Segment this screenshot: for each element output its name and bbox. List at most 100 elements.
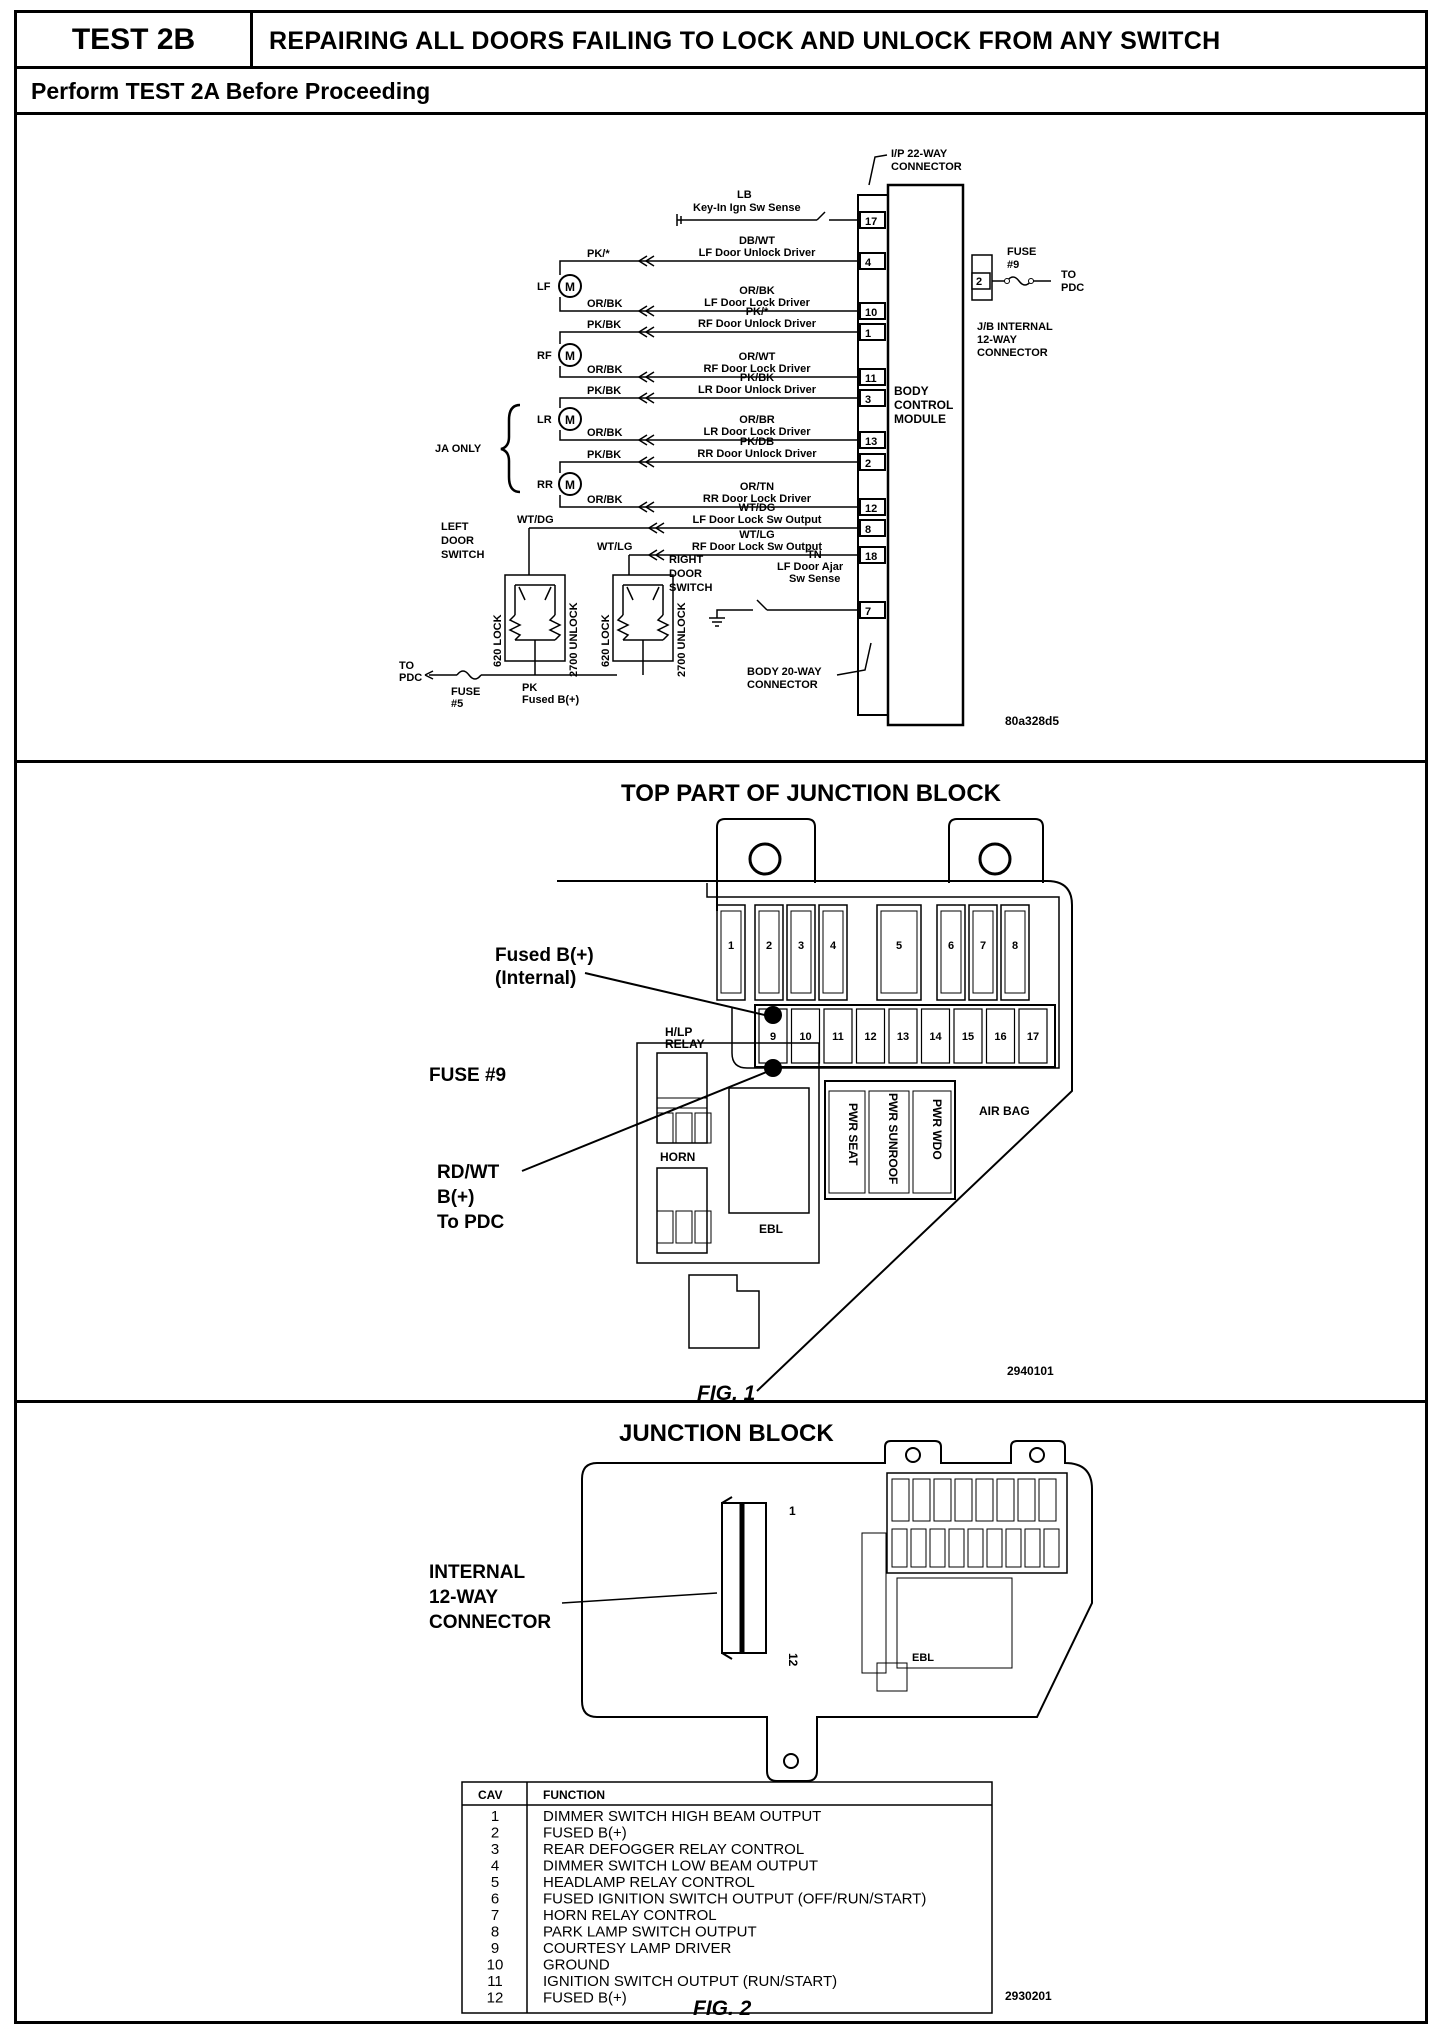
relay-horn-pin	[675, 1210, 693, 1244]
wire-color: OR/WT	[739, 351, 776, 363]
jb-housing	[557, 880, 1073, 1392]
fuse-slot	[968, 904, 998, 1001]
motor-symbol: M	[565, 413, 575, 427]
relay-horn-label: HORN	[660, 1150, 695, 1164]
mini-connector	[876, 1662, 908, 1692]
connector-pin	[859, 211, 886, 229]
wire-direction-arrows	[637, 392, 655, 404]
table-function: REAR DEFOGGER RELAY CONTROL	[543, 1841, 804, 1858]
relay-pwr-sunroof	[868, 1090, 910, 1194]
wire-left-color: WT/DG	[517, 514, 554, 526]
switch-contacts	[622, 584, 664, 615]
air-bag-label: AIR BAG	[979, 1104, 1030, 1118]
mini-fuse-grid	[886, 1472, 1068, 1574]
table-function: HEADLAMP RELAY CONTROL	[543, 1874, 755, 1891]
relay-hlp-pin	[656, 1112, 674, 1144]
fig2-figure-id: 2930201	[1005, 1989, 1052, 2003]
relay-pwr-seat-label: PWR SEAT	[846, 1103, 860, 1166]
connector-pin-label: 3	[865, 394, 871, 406]
motor-label: RR	[537, 479, 553, 491]
connector-pin	[859, 546, 886, 564]
mini-fuse	[975, 1478, 994, 1522]
relay-pwr-wdo	[912, 1090, 952, 1194]
fuse-number: 5	[896, 940, 902, 952]
mini-fuse	[1038, 1478, 1057, 1522]
mini-fuse-block	[886, 1472, 1068, 1574]
table-cav: 7	[491, 1907, 499, 1924]
mini-fuse	[967, 1528, 984, 1568]
relay-panel	[636, 1042, 820, 1264]
wire-left-color: OR/BK	[587, 364, 623, 376]
connector-pin-label: 7	[865, 606, 871, 618]
pdc-arrow	[424, 670, 434, 680]
test-page: TEST 2B REPAIRING ALL DOORS FAILING TO L…	[14, 10, 1428, 2024]
table-cav: 4	[491, 1858, 499, 1875]
connector-pin-label: 4	[865, 257, 872, 269]
connector-pin-label: 13	[865, 436, 877, 448]
fuse-number: 4	[830, 940, 837, 952]
fuse-number: 12	[864, 1031, 876, 1043]
switch-poles	[515, 586, 555, 675]
table-header-cav: CAV	[478, 1788, 502, 1802]
table-cav: 8	[491, 1924, 499, 1941]
wire-direction-arrows	[647, 522, 665, 534]
header: TEST 2B REPAIRING ALL DOORS FAILING TO L…	[17, 13, 1425, 69]
fuse-number: 10	[799, 1031, 811, 1043]
jb-fuse-label: FUSE#9	[1007, 246, 1036, 271]
fig1-figure-id: 2940101	[1007, 1364, 1054, 1378]
wire-function: LF Door Lock Driver	[704, 297, 810, 309]
fuse	[1004, 910, 1026, 994]
key-in-wire-color: LB	[737, 189, 752, 201]
table-cav: 2	[491, 1825, 499, 1842]
table-function: PARK LAMP SWITCH OUTPUT	[543, 1924, 757, 1941]
motor-leads	[559, 461, 582, 508]
door-ajar-wire-color: TN	[807, 549, 822, 561]
motor-label: RF	[537, 350, 552, 362]
mount-tab-right	[948, 818, 1044, 883]
table-cav: 12	[487, 1990, 504, 2007]
fuse-number: 9	[770, 1031, 776, 1043]
connector-pin	[859, 519, 886, 537]
jb-pin: 2	[976, 276, 982, 288]
switch-lock-label: 620 LOCK	[600, 614, 612, 667]
table-cav: 6	[491, 1891, 499, 1908]
wire-function: RF Door Lock Sw Output	[692, 541, 822, 553]
fuse	[720, 910, 742, 994]
door-lock-motor	[558, 472, 582, 496]
table-cav: 1	[491, 1808, 499, 1825]
wire-color: PK/*	[746, 306, 769, 318]
motor-leads	[559, 397, 582, 441]
mini-fuse	[891, 1528, 908, 1568]
wire-color: OR/BR	[739, 414, 775, 426]
wire-color: OR/BK	[739, 285, 775, 297]
fuse	[972, 910, 994, 994]
wire-color: OR/TN	[740, 481, 774, 493]
wire-direction-arrows	[637, 305, 655, 317]
wire-direction-arrows	[637, 501, 655, 513]
table-header-function: FUNCTION	[543, 1788, 605, 1802]
fuse	[790, 1008, 821, 1064]
switch-unlock-label: 2700 UNLOCK	[568, 602, 580, 677]
table-function: FUSED B(+)	[543, 1990, 627, 2007]
relay-hlp-slot	[656, 1097, 708, 1109]
switch-resistors	[616, 614, 670, 641]
wire-left-color: OR/BK	[587, 298, 623, 310]
wire-left-color: OR/BK	[587, 427, 623, 439]
wire-left-color: WT/LG	[597, 541, 632, 553]
callout-line	[561, 1592, 718, 1604]
mini-fuse	[929, 1528, 946, 1568]
mini-fuse	[891, 1478, 910, 1522]
